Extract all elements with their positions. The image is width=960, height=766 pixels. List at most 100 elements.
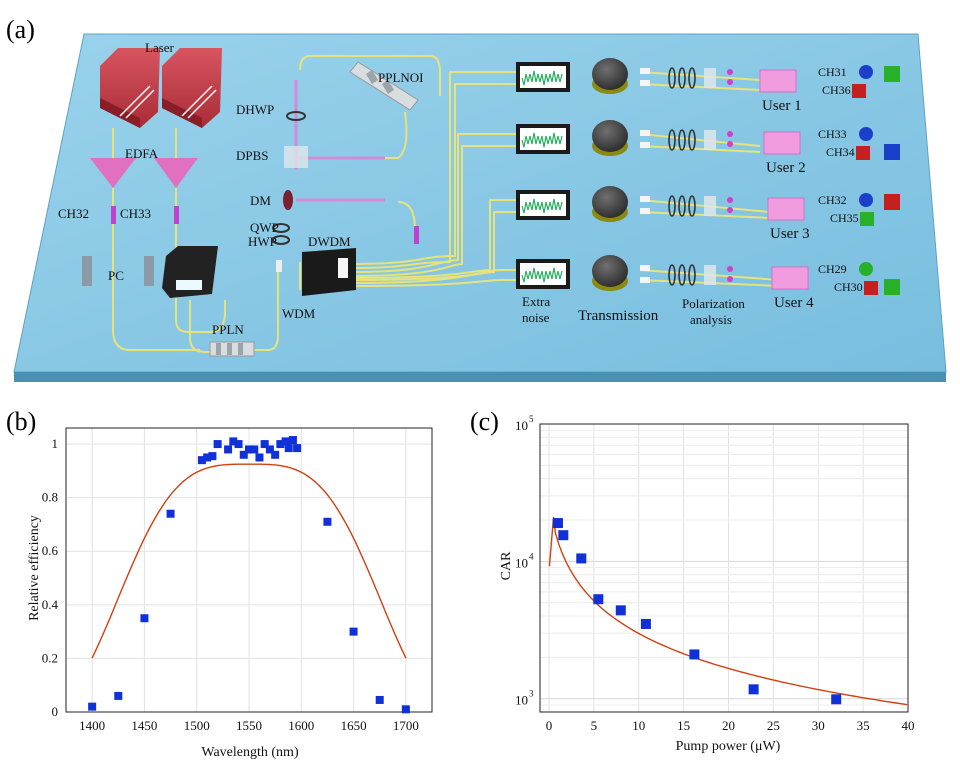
- wdm-label: WDM: [282, 306, 316, 321]
- x-tick-label: 1600: [288, 718, 314, 733]
- fiber-spool: [592, 255, 628, 287]
- data-point: [114, 691, 123, 700]
- connector: [640, 208, 650, 214]
- waveplate: [688, 129, 696, 151]
- dhwp-label: DHWP: [236, 102, 274, 117]
- channel-a: CH31: [818, 65, 847, 79]
- fiber-spool: [592, 58, 628, 90]
- photon-cube: [856, 146, 870, 160]
- data-point: [281, 437, 290, 446]
- detector: [727, 141, 733, 147]
- switch-box: [162, 246, 218, 298]
- edfa-label: EDFA: [125, 146, 159, 161]
- plot-frame: [539, 423, 909, 713]
- waveplate: [678, 195, 686, 217]
- waveplate: [678, 67, 686, 89]
- y-tick-exponent: 3: [529, 689, 534, 699]
- hwp-label: HWP: [248, 234, 277, 249]
- x-tick-label: 40: [902, 718, 915, 733]
- waveplate: [668, 129, 676, 151]
- y-tick-label: 0: [52, 704, 59, 719]
- data-point: [197, 456, 206, 465]
- y-tick-label: 1: [52, 436, 59, 451]
- connector: [640, 196, 650, 202]
- ppln-crystal: [209, 341, 255, 357]
- fiber-network: [112, 55, 781, 353]
- user-name: User 2: [766, 160, 806, 176]
- data-point: [229, 437, 238, 446]
- waveplate: [678, 264, 686, 286]
- photon-sphere: [859, 65, 873, 79]
- data-point: [234, 440, 243, 449]
- data-point: [245, 445, 253, 454]
- data-point: [255, 453, 264, 462]
- dpbs-label: DPBS: [236, 148, 269, 163]
- channel-b: CH36: [822, 83, 851, 97]
- filter-return: [414, 226, 419, 244]
- photon-sphere: [859, 127, 873, 141]
- data-point: [293, 444, 302, 453]
- user-name: User 1: [762, 98, 802, 114]
- user-name: User 3: [770, 226, 810, 242]
- connector: [640, 277, 650, 283]
- data-point: [203, 453, 212, 462]
- connector: [640, 265, 650, 271]
- channel-a: CH32: [818, 193, 847, 207]
- pc-left: [82, 256, 92, 286]
- fiber-spool: [592, 186, 628, 218]
- data-point: [140, 614, 149, 623]
- data-point: [284, 444, 293, 453]
- photon-cube: [884, 194, 900, 210]
- dpbs-cube: [284, 146, 308, 168]
- data-point: [208, 452, 217, 461]
- extra-noise-label-1: Extra: [522, 294, 550, 309]
- polarization-label-1: Polarization: [682, 296, 745, 311]
- laser-left: [100, 48, 160, 128]
- detector: [727, 207, 733, 213]
- user-box: [763, 131, 801, 155]
- extra-noise-label-2: noise: [522, 310, 550, 325]
- x-tick-label: 1550: [236, 718, 262, 733]
- polarization-label-2: analysis: [690, 312, 732, 327]
- dm-mirror: [283, 190, 293, 210]
- transmission-label: Transmission: [578, 308, 659, 324]
- data-point: [552, 518, 563, 529]
- x-tick-label: 0: [546, 718, 553, 733]
- channel-b: CH34: [826, 145, 855, 159]
- plot-frame: [65, 427, 433, 713]
- channel-b: CH30: [834, 280, 863, 294]
- data-point: [558, 530, 569, 541]
- x-tick-label: 25: [767, 718, 780, 733]
- x-tick-label: 1700: [393, 718, 419, 733]
- waveplate: [668, 195, 676, 217]
- data-point: [265, 445, 274, 454]
- channel-b: CH35: [830, 211, 859, 225]
- y-tick-exponent: 4: [529, 551, 534, 561]
- user-name: User 4: [774, 295, 814, 311]
- x-tick-label: 1500: [184, 718, 210, 733]
- pplnoi-crystal: [349, 61, 419, 111]
- panel-a-label: (a): [6, 15, 35, 44]
- detector: [727, 276, 733, 282]
- x-tick-label: 30: [812, 718, 825, 733]
- photon-cube: [884, 144, 900, 160]
- edfa-left: [90, 158, 136, 188]
- noise-trace: [521, 70, 563, 86]
- data-point: [276, 440, 285, 449]
- waveplate: [688, 67, 696, 89]
- photon-cube: [852, 84, 866, 98]
- data-point: [748, 684, 759, 695]
- noise-trace: [521, 267, 563, 283]
- x-tick-label: 5: [591, 718, 598, 733]
- data-point: [375, 695, 384, 704]
- chart-b-xlabel: Wavelength (nm): [201, 745, 299, 760]
- noise-trace: [521, 198, 563, 214]
- data-point: [166, 509, 175, 518]
- filter-ch33: [174, 206, 179, 224]
- user-box: [759, 69, 797, 93]
